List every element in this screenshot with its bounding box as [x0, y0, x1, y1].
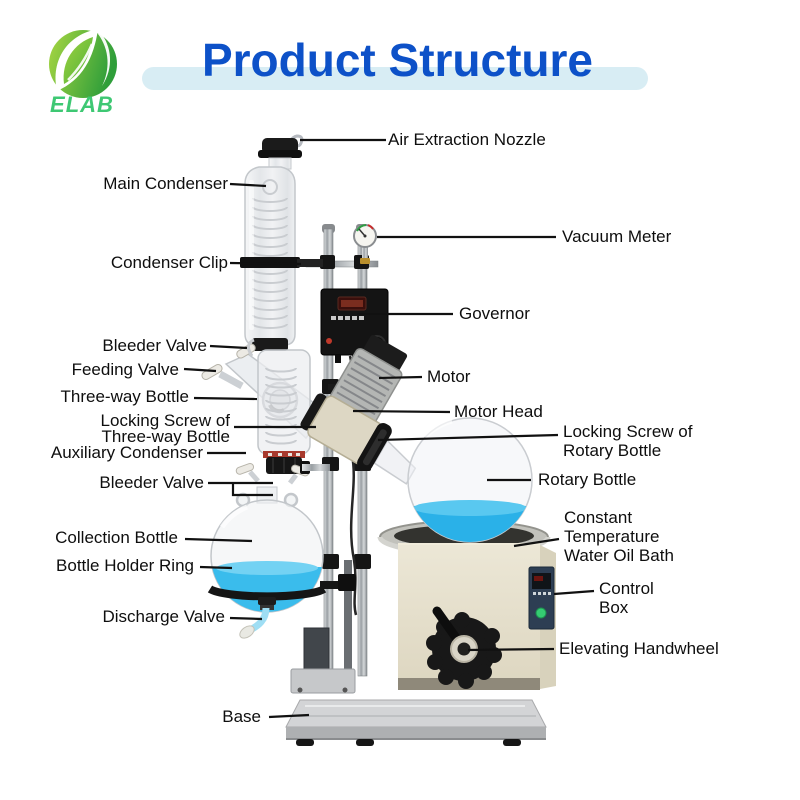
leader-condenser-clip [229, 261, 302, 266]
feeding-valve-art [201, 364, 244, 390]
leader-base [268, 713, 310, 719]
label-air-extraction-nozzle: Air Extraction Nozzle [388, 130, 546, 149]
leader-motor-head [352, 409, 451, 414]
bleeder-valve-bottom-art [235, 462, 310, 485]
leader-locking-screw-rotary [377, 433, 559, 442]
label-locking-screw-rotary: Locking Screw of Rotary Bottle [563, 422, 693, 460]
leaf-logo-icon [49, 29, 117, 98]
leader-elevating-handwheel [467, 647, 555, 652]
label-base: Base [222, 707, 261, 726]
label-locking-screw-three-way: Locking Screw of Three-way Bottle [100, 411, 230, 446]
leader-motor [378, 375, 423, 380]
leader-main-condenser [229, 182, 267, 188]
elevating-handwheel-art [426, 606, 502, 689]
leader-control-box [553, 589, 595, 596]
label-control-box: Control Box [599, 579, 654, 617]
motor-head-art [300, 393, 417, 485]
control-box-art [528, 566, 555, 630]
label-condenser-clip: Condenser Clip [110, 253, 228, 272]
label-discharge-valve: Discharge Valve [102, 607, 225, 626]
leader-bottle-holder-ring [199, 565, 233, 570]
label-vacuum-meter: Vacuum Meter [562, 227, 672, 246]
label-feeding-valve: Feeding Valve [71, 360, 179, 379]
leader-collection-bottle [184, 537, 253, 543]
leader-three-way-bottle [193, 396, 258, 401]
main-condenser-art [240, 134, 323, 351]
leader-feeding-valve [183, 367, 217, 373]
label-motor-head: Motor Head [454, 402, 543, 421]
page-title: Product Structure [201, 34, 594, 86]
bottle-holder-ring-art [207, 585, 327, 601]
leader-lines [183, 138, 595, 719]
vacuum-meter-art [353, 224, 377, 264]
power-button [535, 607, 547, 619]
label-elevating-handwheel: Elevating Handwheel [559, 639, 719, 658]
label-collection-bottle: Collection Bottle [55, 528, 178, 547]
label-motor: Motor [427, 367, 471, 386]
label-water-oil-bath: Constant Temperature Water Oil Bath [564, 508, 674, 565]
motor-art [329, 335, 408, 424]
label-bleeder-valve-bottom: Bleeder Valve [99, 473, 204, 492]
label-bottle-holder-ring: Bottle Holder Ring [56, 556, 194, 575]
label-bleeder-valve-top: Bleeder Valve [102, 336, 207, 355]
label-three-way-bottle: Three-way Bottle [60, 387, 190, 406]
locking-screw-three-way-art [300, 393, 328, 431]
base-art [285, 627, 547, 746]
leader-discharge-valve [229, 616, 263, 621]
elab-logo [38, 18, 128, 108]
label-governor: Governor [459, 304, 530, 323]
logo-brand-text: ELAB [50, 92, 114, 117]
leader-bleeder-valve-top [209, 344, 248, 350]
leader-water-oil-bath [513, 537, 560, 548]
discharge-valve-art [239, 597, 276, 639]
label-auxiliary-condenser: Auxiliary Condenser [50, 443, 203, 462]
leader-bleeder-valve-bottom [208, 481, 273, 497]
label-rotary-bottle: Rotary Bottle [538, 470, 637, 489]
title-underline-band [142, 67, 648, 90]
water-oil-bath-art [398, 543, 556, 690]
label-main-condenser: Main Condenser [103, 174, 228, 193]
collection-bottle-art [207, 486, 356, 639]
